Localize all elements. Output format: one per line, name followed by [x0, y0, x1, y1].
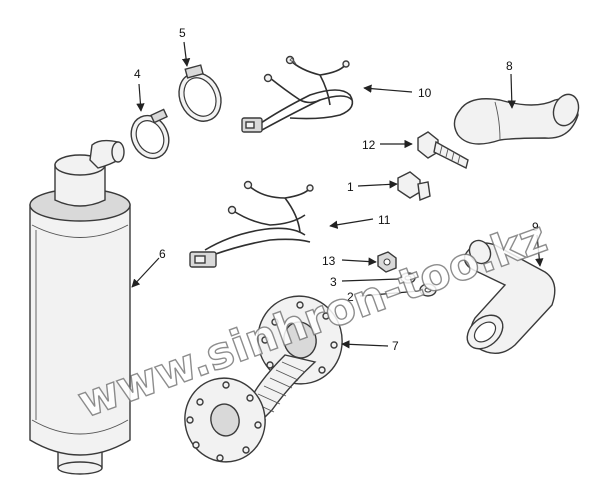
hose-elbow-part [463, 239, 556, 354]
leader-11 [329, 218, 374, 229]
clamp-large-part [178, 64, 222, 122]
callout-8: 8 [506, 59, 513, 73]
leader-7 [341, 340, 389, 349]
callout-9: 9 [532, 220, 539, 234]
callout-13: 13 [322, 254, 336, 268]
flex-pipe-part [184, 295, 343, 463]
leader-9 [535, 234, 544, 267]
callout-12: 12 [362, 138, 376, 152]
callout-7: 7 [392, 339, 399, 353]
callout-6: 6 [159, 247, 166, 261]
leader-5 [181, 41, 191, 67]
wiring-harness-upper-part [241, 55, 354, 133]
leader-2 [359, 290, 420, 297]
callout-4: 4 [134, 67, 141, 81]
leader-lines [131, 41, 544, 349]
flat-washer-part [419, 283, 437, 297]
lock-washer-part [400, 272, 416, 284]
bolt-1-part [397, 171, 431, 201]
muffler-part [29, 139, 131, 475]
clamp-small-part [130, 108, 170, 160]
callout-1: 1 [347, 180, 354, 194]
callout-labels: 4 5 10 12 1 11 13 3 2 6 7 8 9 [134, 26, 539, 353]
leader-6 [131, 257, 160, 288]
nut-part [377, 251, 397, 273]
leader-8 [507, 73, 516, 109]
leader-4 [136, 83, 145, 112]
bolt-12-part [417, 131, 469, 170]
leader-3 [341, 278, 400, 282]
leader-13 [341, 257, 377, 266]
callout-5: 5 [179, 26, 186, 40]
callout-10: 10 [418, 86, 432, 100]
hose-curved-part [453, 93, 580, 145]
callout-3: 3 [330, 275, 337, 289]
wiring-harness-lower-part [189, 180, 314, 268]
callout-11: 11 [378, 213, 391, 227]
leader-10 [363, 84, 413, 93]
leader-1 [357, 180, 398, 189]
callout-2: 2 [347, 290, 354, 304]
